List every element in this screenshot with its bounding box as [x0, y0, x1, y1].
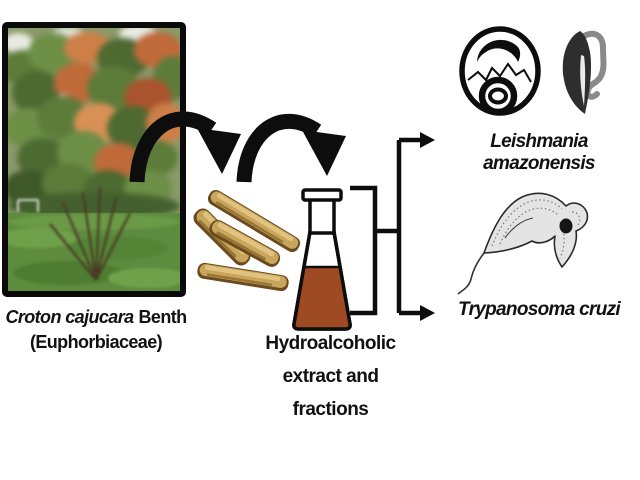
flask-icon: [292, 188, 352, 331]
extract-line-2: extract and: [282, 366, 379, 387]
plant-species-label: Croton cajucara: [5, 307, 134, 327]
leishmania-label: Leishmania amazonensis: [483, 131, 595, 174]
plant-author-label: Benth: [138, 307, 188, 327]
arrowhead-leishmania: [420, 132, 435, 148]
curved-arrow-icon-2: [236, 113, 346, 183]
arrowhead-trypanosoma: [420, 305, 435, 321]
foliage: [8, 28, 180, 220]
tree-photo: [8, 28, 180, 291]
extract-line-3: fractions: [292, 399, 369, 420]
amastigote-icon: [459, 26, 541, 116]
goalpost: [17, 199, 39, 212]
bark-pieces-icon: [193, 189, 301, 292]
extract-caption: Hydroalcoholic extract and fractions: [258, 327, 403, 426]
trypomastigote-icon: [457, 192, 589, 295]
curved-arrow-icon-1: [129, 111, 241, 183]
bracket-branch-icon: [350, 137, 421, 316]
plant-family-label: (Euphorbiaceae): [29, 332, 163, 352]
extract-line-1: Hydroalcoholic: [265, 333, 396, 354]
trypanosoma-label: Trypanosoma cruzi: [458, 299, 621, 320]
photo-frame: [2, 22, 186, 297]
kinetoplast: [559, 218, 573, 234]
promastigote-icon: [562, 30, 607, 114]
trunk: [49, 187, 131, 281]
